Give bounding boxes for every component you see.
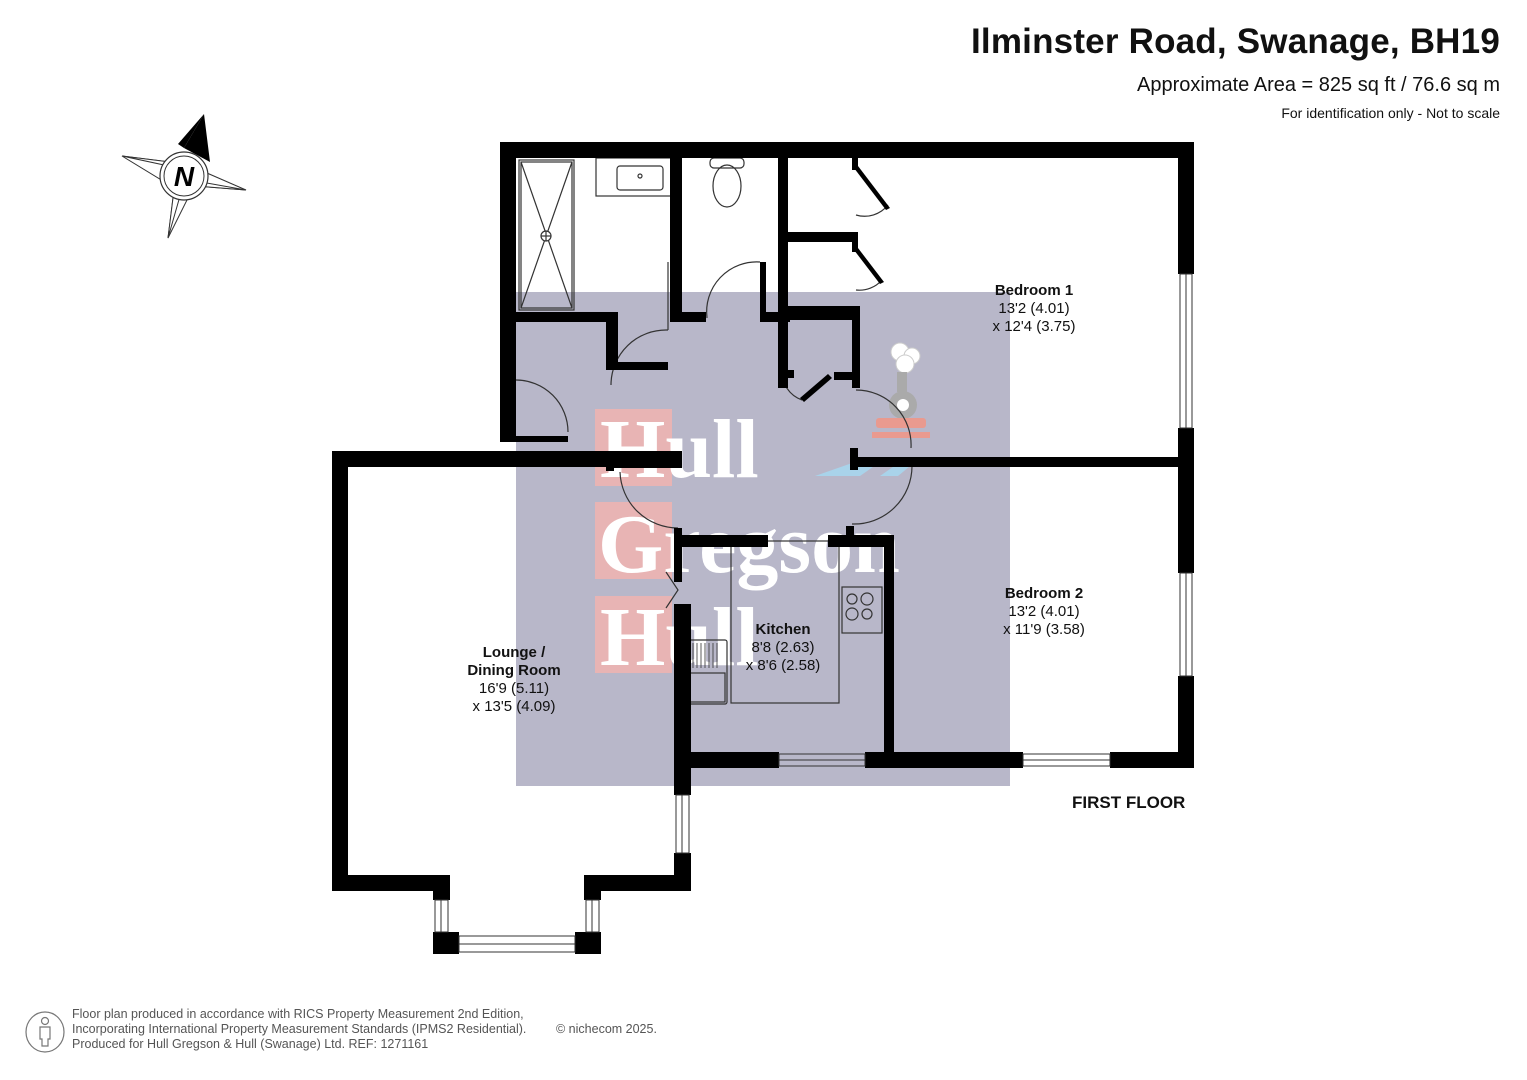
room-dimension-1: 16'9 (5.11) [478,680,550,697]
room-label-bedroom-1: Bedroom 1 13'2 (4.01) x 12'4 (3.75) [993,282,1076,336]
room-dimension-2: x 12'4 (3.75) [992,318,1076,335]
room-label-bedroom-2: Bedroom 2 13'2 (4.01) x 11'9 (3.58) [1003,585,1085,639]
room-name: Bedroom 1 [994,282,1074,299]
room-label-lounge-dining: Lounge / Dining Room 16'9 (5.11) x 13'5 … [467,644,560,716]
room-label-kitchen: Kitchen 8'8 (2.63) x 8'6 (2.58) [746,621,821,675]
windows [434,273,1193,953]
room-name-line-1: Lounge / [482,644,546,661]
room-dimension-1: 13'2 (4.01) [1008,603,1080,620]
room-dimension-2: x 8'6 (2.58) [745,657,821,674]
room-dimension-1: 8'8 (2.63) [751,639,815,656]
north-arrow-compass-icon: N [121,114,247,239]
room-dimension-2: x 13'5 (4.09) [472,698,556,715]
compass-n-letter: N [174,161,195,192]
approximate-area: Approximate Area = 825 sq ft / 76.6 sq m [1137,74,1500,96]
room-name-line-2: Dining Room [467,662,561,679]
footer-line-2: Incorporating International Property Mea… [72,1022,527,1036]
fixtures [515,157,913,705]
person-info-icon [25,1011,65,1053]
svg-text:Hull: Hull [600,403,759,496]
room-dimension-2: x 11'9 (3.58) [1003,621,1085,638]
room-name: Kitchen [755,621,811,638]
copyright: © nichecom 2025. [556,1022,657,1036]
room-name: Bedroom 2 [1004,585,1084,602]
room-dimension-1: 13'2 (4.01) [998,300,1070,317]
floor-label: FIRST FLOOR [1072,793,1186,812]
footer-line-3: Produced for Hull Gregson & Hull (Swanag… [72,1037,429,1051]
scale-disclaimer: For identification only - Not to scale [1281,105,1500,121]
footer-notes: Floor plan produced in accordance with R… [72,1007,657,1052]
walls [332,142,1194,954]
property-title: Ilminster Road, Swanage, BH19 [970,22,1500,61]
footer-line-1: Floor plan produced in accordance with R… [72,1007,524,1021]
